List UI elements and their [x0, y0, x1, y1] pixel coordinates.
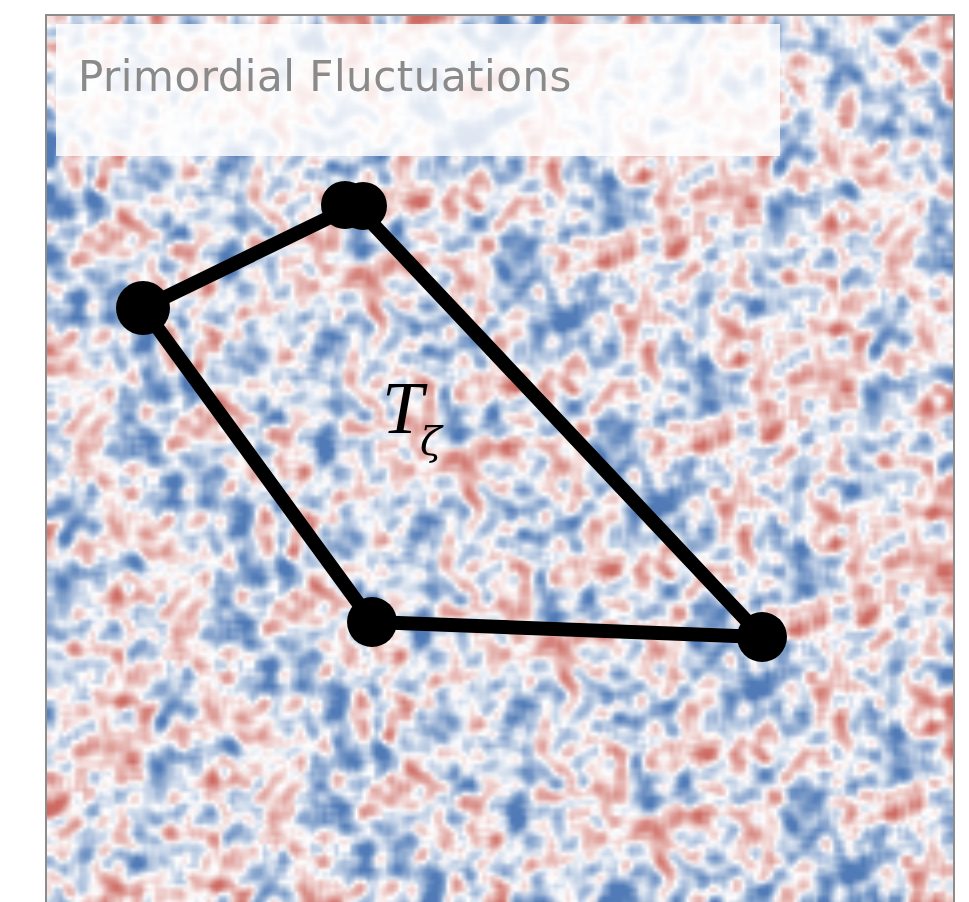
title: Primordial Fluctuations	[78, 52, 572, 101]
vertex-dot	[116, 281, 170, 335]
symbol-label: T	[382, 366, 423, 451]
subscript-label: ζ	[420, 418, 442, 464]
vertex-dot	[339, 182, 387, 230]
quadrilateral-outline	[143, 205, 762, 637]
vertex-dot	[737, 612, 787, 662]
vertex-dot	[347, 597, 397, 647]
